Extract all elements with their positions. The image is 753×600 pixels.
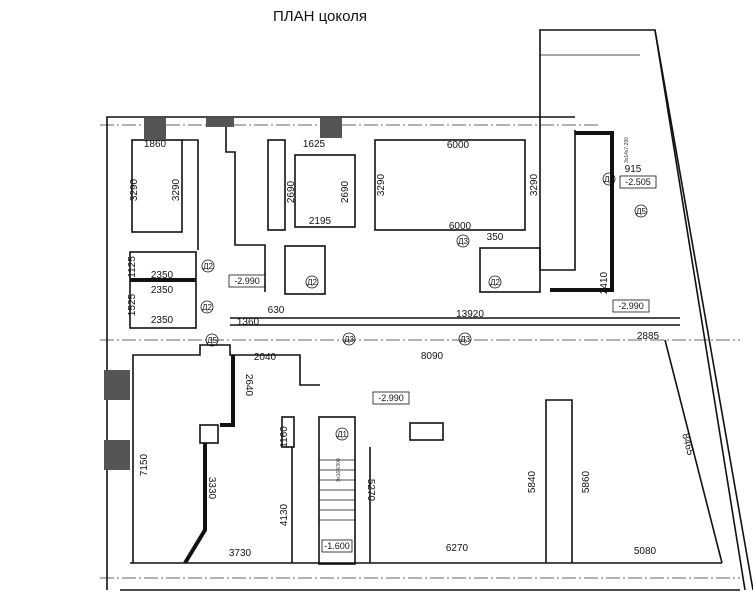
svg-text:Д3: Д3 — [344, 335, 354, 344]
upper-left-rooms — [129, 117, 680, 329]
lower-rooms — [132, 339, 723, 565]
dim-350: 350 — [487, 232, 504, 243]
svg-text:Д2: Д2 — [307, 278, 317, 287]
door-d1: Д1 — [335, 427, 349, 441]
dim-630: 630 — [268, 305, 285, 316]
door-d2: Д2 — [200, 300, 214, 314]
door-d5: Д5 — [205, 333, 219, 347]
dim-3290: 3290 — [171, 178, 182, 201]
dim-2040: 2040 — [254, 352, 277, 363]
dim-8465: 8465 — [679, 432, 695, 457]
door-d3: Д3 — [602, 172, 616, 186]
door-d3: Д3 — [456, 234, 470, 248]
plan-title: ПЛАН цоколя — [273, 8, 367, 25]
dim-4130: 4130 — [279, 503, 290, 526]
svg-text:Д2: Д2 — [490, 278, 500, 287]
door-markers: Д2 Д2 Д2 Д5 Д3 Д3 Д3 Д2 Д3 Д5 Д1 — [200, 172, 648, 441]
svg-text:Д3: Д3 — [604, 175, 614, 184]
dim-3330: 3330 — [206, 477, 217, 500]
dim-2350: 2350 — [151, 270, 174, 281]
dimension-labels: 1860 3290 3290 1625 2690 2690 2195 6000 … — [127, 139, 696, 559]
dim-13920: 13920 — [456, 309, 484, 320]
dim-2690: 2690 — [340, 180, 351, 203]
dim-2640: 2640 — [243, 374, 254, 397]
door-d2: Д2 — [305, 275, 319, 289]
door-d5: Д5 — [634, 204, 648, 218]
wall-pillars — [104, 118, 342, 470]
stair-label-lower: 9х164/300 — [336, 458, 342, 482]
door-d2: Д2 — [488, 275, 502, 289]
dim-3290: 3290 — [129, 178, 140, 201]
door-d3: Д3 — [458, 332, 472, 346]
dim-3290: 3290 — [376, 173, 387, 196]
svg-text:Д2: Д2 — [202, 303, 212, 312]
dim-2885: 2885 — [637, 331, 660, 342]
dim-5840: 5840 — [527, 470, 538, 493]
dim-7150: 7150 — [139, 453, 150, 476]
level-mark: -2.990 — [378, 393, 404, 403]
svg-text:Д3: Д3 — [458, 237, 468, 246]
level-mark: -1.600 — [324, 541, 350, 551]
door-d3: Д3 — [342, 332, 356, 346]
dim-2690: 2690 — [286, 180, 297, 203]
svg-text:Д3: Д3 — [460, 335, 470, 344]
dim-3730: 3730 — [229, 548, 252, 559]
dim-1160: 1160 — [279, 426, 290, 448]
dim-1625: 1625 — [303, 139, 326, 150]
door-d2: Д2 — [201, 259, 215, 273]
svg-text:Д2: Д2 — [203, 262, 213, 271]
level-mark: -2.505 — [625, 177, 651, 187]
dim-2350: 2350 — [151, 285, 174, 296]
dim-5860: 5860 — [581, 470, 592, 493]
axis-lines — [100, 124, 740, 579]
outer-walls — [106, 29, 753, 591]
level-mark: -2.990 — [618, 301, 644, 311]
dim-1360: 1360 — [237, 317, 260, 328]
svg-text:Д5: Д5 — [207, 336, 217, 345]
dim-6270: 6270 — [446, 543, 469, 554]
svg-text:Д1: Д1 — [337, 430, 347, 439]
stair-label-upper: 3х14х7.290 — [624, 137, 630, 163]
dim-1860: 1860 — [144, 139, 167, 150]
dim-1125: 1125 — [127, 256, 138, 278]
dim-6000: 6000 — [449, 221, 472, 232]
dim-1525: 1525 — [127, 293, 138, 316]
level-marks: -2.990 -2.505 -2.990 -2.990 -1.600 — [228, 175, 657, 553]
dim-915: 915 — [625, 164, 642, 175]
dim-5270: 5270 — [365, 479, 376, 502]
dim-3290: 3290 — [529, 173, 540, 196]
svg-text:Д5: Д5 — [636, 207, 646, 216]
dim-2410: 2410 — [599, 271, 610, 294]
dim-6000: 6000 — [447, 140, 470, 151]
dim-2195: 2195 — [309, 216, 332, 227]
level-mark: -2.990 — [234, 276, 260, 286]
dim-8090: 8090 — [421, 351, 444, 362]
dim-2350: 2350 — [151, 315, 174, 326]
dim-5080: 5080 — [634, 546, 657, 557]
